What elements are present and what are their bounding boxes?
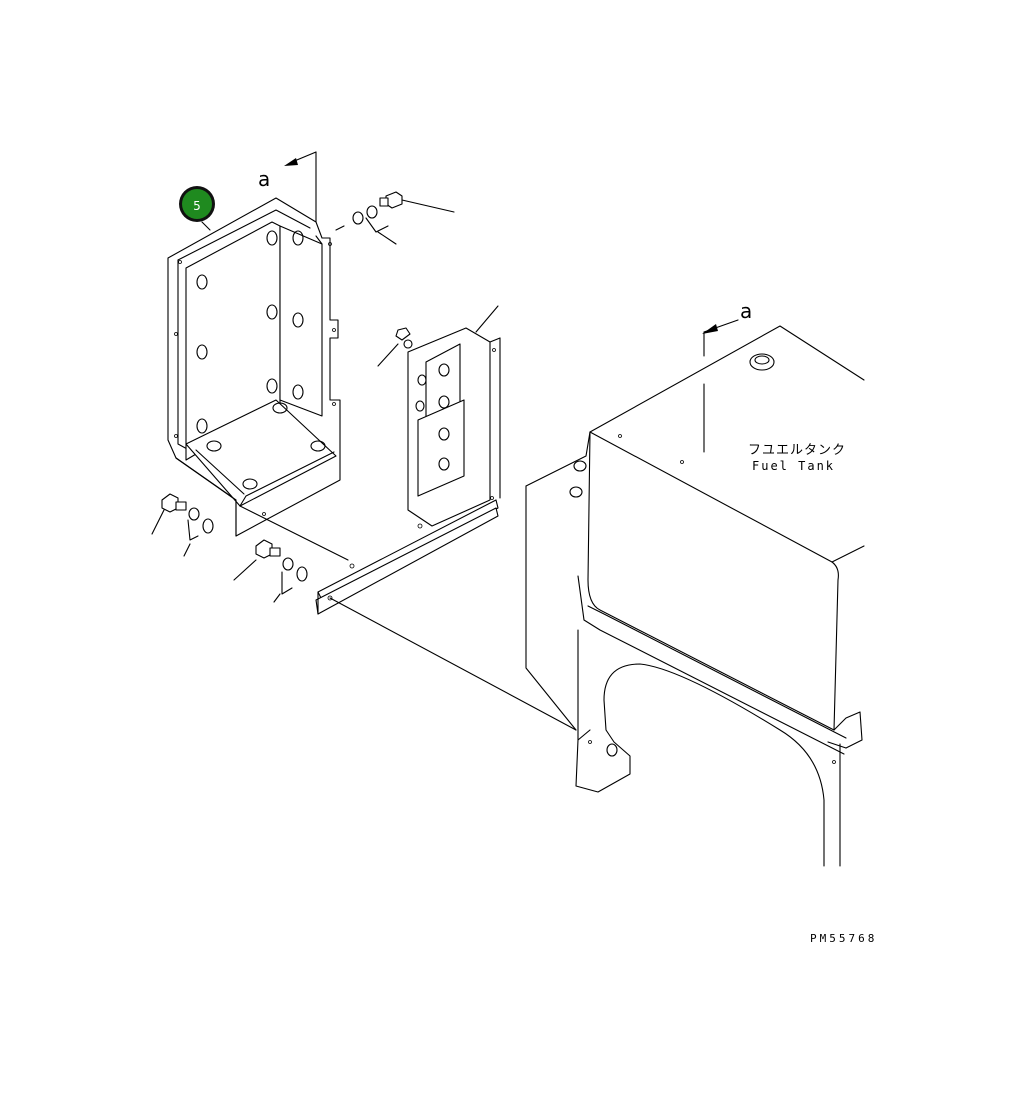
view-marker-label-left: a — [258, 167, 270, 191]
l-bracket — [167, 197, 341, 537]
drawing-code: PM55768 — [810, 932, 877, 945]
center-bracket — [377, 305, 501, 527]
fuel-tank — [525, 325, 865, 867]
callout-number: 5 — [193, 199, 201, 213]
view-marker-label-right: a — [740, 299, 752, 323]
bolt-set-lower-center — [233, 539, 308, 603]
fuel-tank-label-en: Fuel Tank — [752, 459, 835, 473]
part-callout-5[interactable]: 5 — [179, 186, 215, 231]
callout-fill — [182, 189, 212, 219]
view-marker-arrow-right — [702, 319, 739, 453]
mounting-rail — [239, 499, 577, 731]
bolt-set-lower-left — [151, 493, 214, 557]
fuel-tank-label-jp: フユエルタンク — [748, 443, 846, 458]
bolt-set-upper — [335, 191, 455, 245]
